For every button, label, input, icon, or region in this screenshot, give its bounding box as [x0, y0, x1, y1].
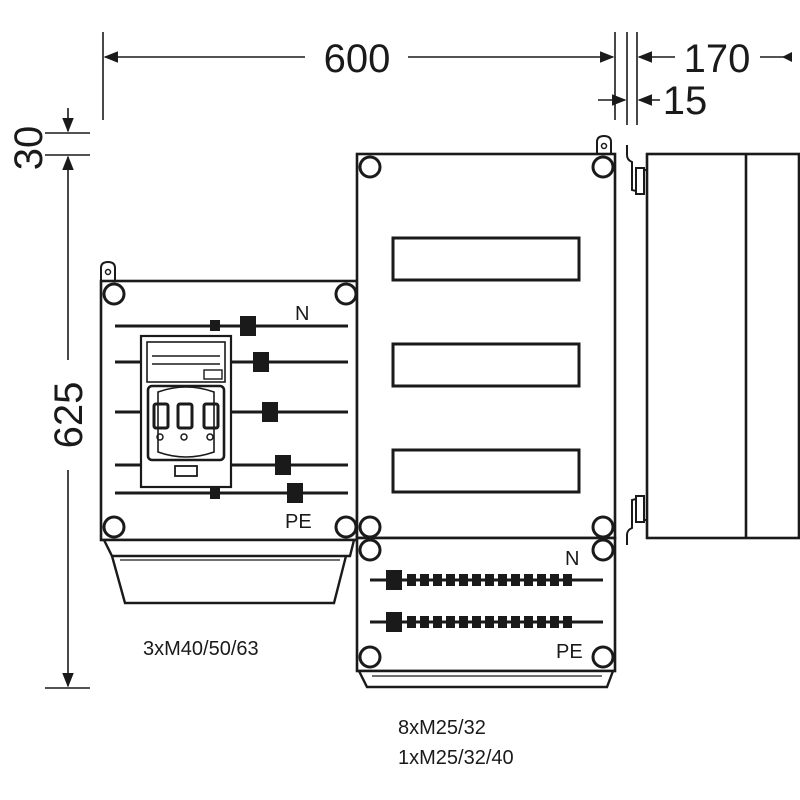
main-switch-unit [139, 334, 233, 489]
screw-icon [102, 515, 126, 539]
right-cable-entry-2: 1xM25/32/40 [398, 747, 514, 769]
dim-depth-label: 170 [684, 37, 751, 81]
right-n-label: N [565, 548, 579, 570]
right-cable-entry-1: 8xM25/32 [398, 717, 486, 739]
side-view [626, 145, 800, 545]
screw-icon [591, 155, 615, 179]
screw-icon [358, 538, 382, 562]
dim-height-label: 625 [47, 382, 91, 449]
din-rail-slots [391, 236, 581, 494]
left-n-label: N [295, 303, 309, 325]
dim-top-gap-label: 30 [7, 126, 51, 171]
screw-icon [591, 538, 615, 562]
left-enclosure [99, 260, 359, 605]
screw-icon [102, 282, 126, 306]
terminal-strips [386, 570, 572, 632]
right-pe-label: PE [556, 641, 583, 663]
screw-icon [591, 645, 615, 669]
left-pe-label: PE [285, 511, 312, 533]
dim-offset-label: 15 [663, 79, 708, 123]
dimension-lines [45, 32, 792, 689]
right-enclosure [355, 134, 617, 689]
terminal-blocks [210, 316, 303, 503]
screw-icon [358, 155, 382, 179]
dim-width-label: 600 [324, 37, 391, 81]
left-cable-entry-label: 3xM40/50/63 [143, 638, 259, 660]
screw-icon [358, 645, 382, 669]
